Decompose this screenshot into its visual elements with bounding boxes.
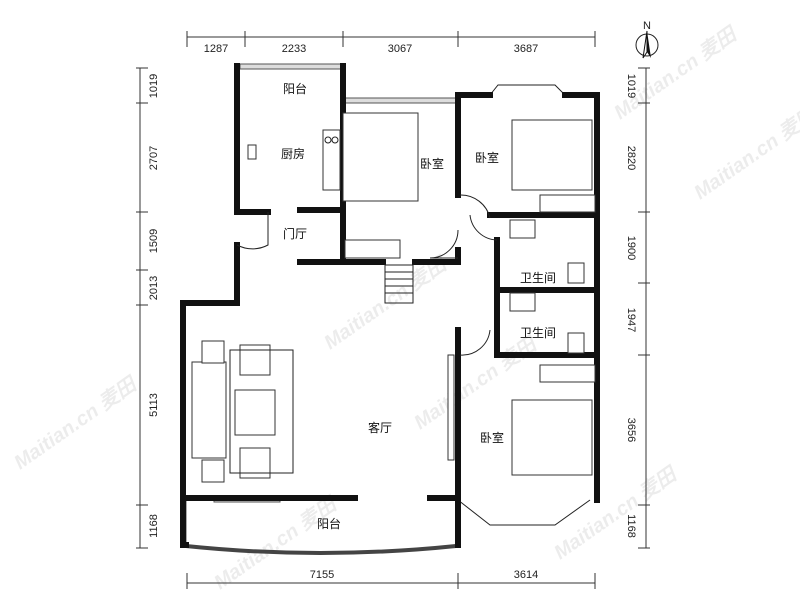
room-label-bedroom: 卧室 (475, 150, 499, 165)
kitchen-counter (322, 129, 341, 191)
dim-label: 2820 (625, 146, 637, 170)
right-dimension: 1019 2820 1900 1947 3656 1168 (625, 67, 650, 549)
wardrobe (344, 239, 401, 259)
dim-label: 3067 (388, 43, 412, 55)
room-label-bathroom: 卫生间 (520, 326, 556, 340)
dim-label: 2233 (282, 43, 306, 55)
dim-label: 7155 (310, 569, 334, 581)
dim-label: 5113 (148, 393, 160, 417)
toilet (567, 332, 585, 354)
washbasin (509, 292, 536, 312)
left-dimension: 1019 2707 1509 2013 5113 1168 (136, 67, 160, 549)
room-label-living-room: 客厅 (368, 420, 392, 435)
dim-label: 1509 (148, 229, 160, 253)
stairs (384, 264, 414, 304)
room-labels: 阳台 厨房 门厅 卧室 卧室 卫生间 卫生间 客厅 卧室 阳台 (281, 81, 556, 531)
dim-label: 3656 (625, 418, 637, 442)
bathtub (509, 219, 536, 239)
compass-icon: N (635, 20, 659, 59)
fridge (247, 144, 257, 160)
dim-label: 2013 (148, 276, 160, 300)
room-label-bedroom: 卧室 (480, 430, 504, 445)
room-label-kitchen: 厨房 (281, 146, 305, 161)
compass-label: N (643, 20, 651, 32)
watermark: Maitian.cn 麦田 (550, 461, 683, 564)
toilet (567, 262, 585, 284)
wardrobe (539, 194, 596, 213)
watermark: Maitian.cn 麦田 (690, 101, 800, 204)
dim-label: 2707 (148, 146, 160, 170)
room-label-foyer: 门厅 (283, 226, 307, 241)
dim-label: 3687 (514, 43, 538, 55)
sofa (191, 361, 227, 459)
dim-label: 1900 (625, 236, 637, 260)
room-label-bathroom: 卫生间 (520, 271, 556, 285)
watermarks: Maitian.cn 麦田 Maitian.cn 麦田 Maitian.cn 麦… (10, 21, 800, 594)
watermark: Maitian.cn 麦田 (610, 21, 743, 124)
room-label-bedroom: 卧室 (420, 156, 444, 171)
dim-label: 1019 (625, 74, 637, 98)
bed (511, 399, 593, 476)
furniture (191, 112, 596, 483)
watermark: Maitian.cn 麦田 (10, 371, 143, 474)
dim-label: 3614 (514, 569, 538, 581)
tv-cabinet (447, 354, 455, 461)
dim-label: 1168 (148, 514, 160, 538)
dim-label: 1947 (625, 308, 637, 332)
side-table (201, 459, 225, 483)
side-table (201, 340, 225, 364)
bed (511, 119, 593, 191)
coffee-table (234, 389, 276, 436)
dim-label: 1168 (625, 514, 637, 538)
dim-label: 1019 (148, 74, 160, 98)
top-dimension: 1287 2233 3067 3687 (186, 31, 596, 55)
wardrobe (539, 364, 596, 383)
dim-label: 1287 (204, 43, 228, 55)
room-label-balcony: 阳台 (317, 516, 341, 531)
bed (342, 112, 419, 202)
bottom-dimension: 7155 3614 (186, 569, 596, 589)
room-label-balcony: 阳台 (283, 81, 307, 96)
door-swings (236, 194, 498, 356)
